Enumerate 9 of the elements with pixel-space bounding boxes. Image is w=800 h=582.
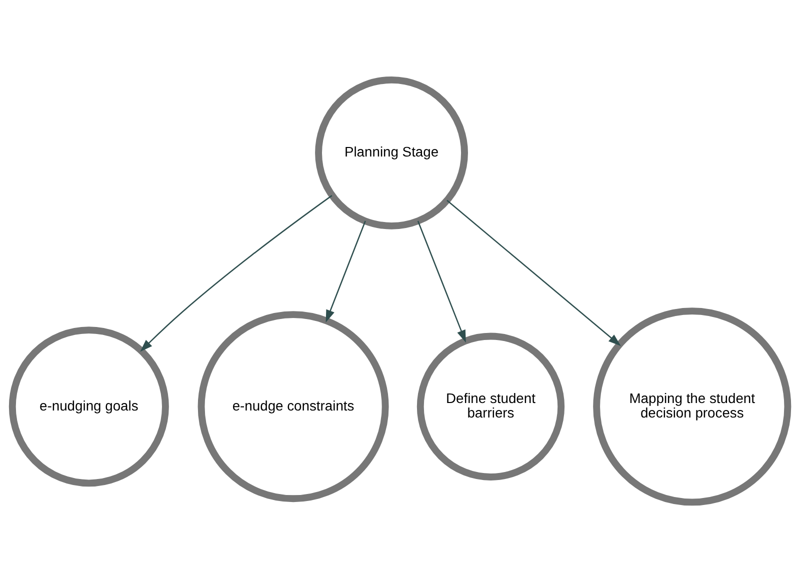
arrow (140, 195, 332, 352)
node-circle: e-nudging goals (8, 326, 169, 487)
node-circle: Planning Stage (315, 76, 468, 230)
node-circle: Mapping the student decision process (593, 308, 792, 506)
arrow (446, 200, 621, 346)
arrow (417, 220, 466, 343)
node-circle: Define student barriers (416, 332, 565, 480)
node-circle: e-nudge constraints (198, 311, 389, 502)
arrow (326, 220, 366, 322)
